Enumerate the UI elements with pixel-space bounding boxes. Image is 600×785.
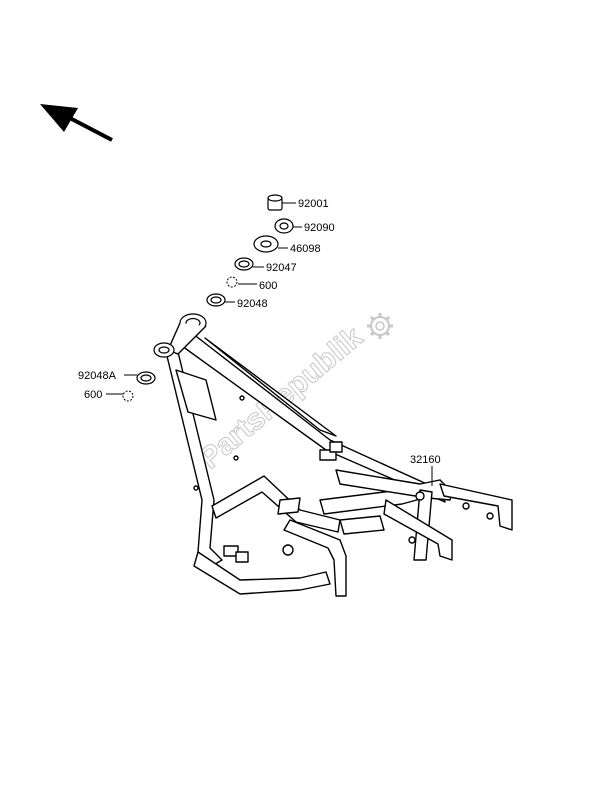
label-46098: 46098 — [290, 243, 321, 255]
part-46098-cone-icon — [253, 235, 288, 253]
part-600-bearing-icon — [226, 276, 257, 288]
part-92048A-race-icon — [124, 371, 156, 385]
part-600-lower-bearing-icon — [106, 390, 134, 402]
label-92048: 92048 — [237, 298, 268, 310]
steering-parts — [106, 194, 433, 486]
part-92090-washer-icon — [274, 218, 302, 234]
label-32160: 32160 — [410, 454, 441, 466]
label-92048A: 92048A — [78, 370, 117, 382]
direction-arrow-icon — [40, 104, 113, 142]
part-92001-nut-icon — [267, 194, 296, 211]
motorcycle-frame — [153, 313, 513, 597]
part-92047-race-icon — [234, 257, 264, 271]
label-92047: 92047 — [266, 262, 297, 274]
label-600-lower: 600 — [84, 389, 102, 401]
label-600-upper: 600 — [259, 280, 277, 292]
label-92001: 92001 — [298, 198, 329, 210]
part-92048-race-icon — [206, 293, 235, 307]
watermark: PartsRepublik — [193, 313, 393, 476]
part-labels: 92001 92090 46098 92047 600 92048 92048A… — [78, 198, 441, 466]
label-92090: 92090 — [304, 222, 335, 234]
watermark-gear-icon — [367, 313, 393, 339]
